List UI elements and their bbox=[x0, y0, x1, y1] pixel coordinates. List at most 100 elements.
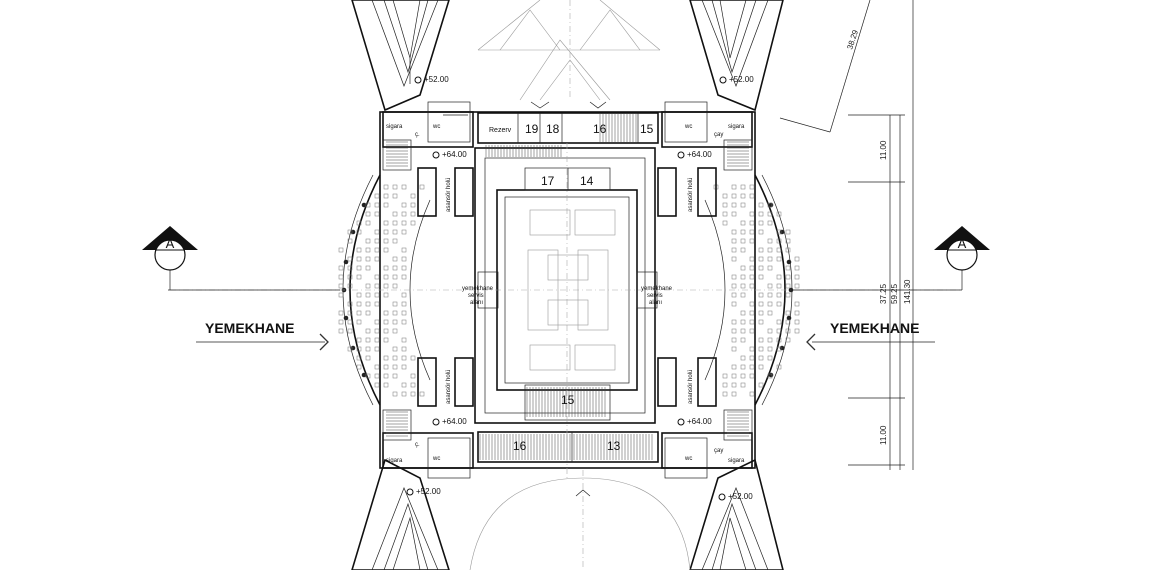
dining-chair bbox=[356, 274, 362, 280]
wing-top-left bbox=[351, 0, 450, 112]
asansor-br: asansör holü bbox=[688, 370, 694, 404]
dining-chair bbox=[785, 265, 791, 271]
dining-chair bbox=[740, 373, 746, 379]
kitchen-layout bbox=[527, 209, 616, 371]
level-bottom-left: +52.00 bbox=[416, 487, 441, 496]
dining-chair bbox=[740, 382, 746, 388]
dining-chair bbox=[374, 211, 380, 217]
dining-chair bbox=[758, 382, 764, 388]
dining-chair bbox=[767, 373, 773, 379]
dining-chair bbox=[374, 373, 380, 379]
dining-chair bbox=[740, 229, 746, 235]
section-letter-left: A bbox=[166, 236, 175, 251]
dining-chair bbox=[383, 184, 389, 190]
dining-chair bbox=[410, 373, 416, 379]
level-markers: +52.00 +52.00 +52.00 +52.00 +64.00 +64.0… bbox=[406, 75, 754, 501]
dining-chair bbox=[740, 292, 746, 298]
dining-chair bbox=[722, 202, 728, 208]
level-bottom-right: +52.00 bbox=[728, 492, 753, 501]
wc-bl: wc bbox=[432, 456, 440, 462]
dining-chair bbox=[794, 319, 800, 325]
dining-chair bbox=[347, 301, 353, 307]
dining-chair bbox=[731, 382, 737, 388]
dining-chair bbox=[356, 337, 362, 343]
dining-chair bbox=[758, 292, 764, 298]
sigara-tl: sigara bbox=[386, 124, 403, 130]
dining-chair bbox=[383, 364, 389, 370]
dining-chair bbox=[374, 193, 380, 199]
dining-chair bbox=[392, 220, 398, 226]
dining-chair bbox=[758, 346, 764, 352]
dining-chair bbox=[392, 211, 398, 217]
asansor-tr: asansör holü bbox=[688, 178, 694, 212]
dining-chair bbox=[785, 247, 791, 253]
dining-chair bbox=[374, 337, 380, 343]
dim-14130: 141.30 bbox=[903, 279, 912, 304]
dining-chair bbox=[749, 274, 755, 280]
top-faded-structure bbox=[477, 0, 661, 109]
dining-chair bbox=[356, 256, 362, 262]
dining-chair bbox=[731, 193, 737, 199]
dining-chair bbox=[731, 319, 737, 325]
dining-chair bbox=[731, 247, 737, 253]
dining-chair bbox=[356, 292, 362, 298]
dining-chair bbox=[749, 238, 755, 244]
dining-chair bbox=[374, 292, 380, 298]
dining-chair bbox=[731, 184, 737, 190]
dining-chair bbox=[740, 202, 746, 208]
dining-chair bbox=[776, 346, 782, 352]
side-label-left: YEMEKHANE bbox=[205, 320, 294, 336]
dining-chair bbox=[347, 229, 353, 235]
level-mid-tl: +64.00 bbox=[442, 150, 467, 159]
dining-chair bbox=[776, 256, 782, 262]
dining-chair bbox=[392, 301, 398, 307]
dining-chair bbox=[740, 364, 746, 370]
dining-chair bbox=[338, 283, 344, 289]
dining-chair bbox=[740, 274, 746, 280]
yemekhane-label-right: YEMEKHANE bbox=[806, 320, 935, 351]
dining-chair bbox=[767, 256, 773, 262]
dining-chair bbox=[731, 202, 737, 208]
dining-chair bbox=[740, 220, 746, 226]
dining-chair bbox=[410, 211, 416, 217]
dining-chair bbox=[365, 247, 371, 253]
dining-chair bbox=[794, 274, 800, 280]
dining-chair bbox=[758, 310, 764, 316]
dining-chair bbox=[767, 283, 773, 289]
dining-chair bbox=[776, 337, 782, 343]
dining-chair bbox=[365, 301, 371, 307]
dining-chair bbox=[749, 319, 755, 325]
dining-chair bbox=[785, 328, 791, 334]
service-core-tr bbox=[661, 101, 753, 171]
dining-chair bbox=[767, 310, 773, 316]
dining-chair bbox=[383, 310, 389, 316]
dining-chair bbox=[722, 211, 728, 217]
dining-chair bbox=[758, 337, 764, 343]
dining-chair bbox=[338, 319, 344, 325]
dining-chair bbox=[401, 265, 407, 271]
section-mark-left: A bbox=[142, 226, 340, 291]
dining-chair bbox=[392, 346, 398, 352]
dining-chair bbox=[767, 265, 773, 271]
dining-chair bbox=[731, 346, 737, 352]
dining-chair bbox=[356, 220, 362, 226]
dining-chair bbox=[419, 184, 425, 190]
wc-br: wc bbox=[684, 456, 692, 462]
dining-chair bbox=[731, 229, 737, 235]
room-labels: Rezerv 19 18 16 15 17 14 15 16 13 bbox=[489, 122, 654, 453]
room-15-top: 15 bbox=[640, 122, 654, 136]
dining-chair bbox=[401, 256, 407, 262]
dining-chair bbox=[722, 373, 728, 379]
room-13: 13 bbox=[607, 439, 621, 453]
dining-chair bbox=[758, 247, 764, 253]
room-18: 18 bbox=[546, 122, 560, 136]
level-mid-br: +64.00 bbox=[687, 417, 712, 426]
dining-chair bbox=[401, 211, 407, 217]
dining-chair bbox=[749, 373, 755, 379]
dining-chair bbox=[410, 202, 416, 208]
dining-chair bbox=[785, 292, 791, 298]
dining-chair bbox=[749, 328, 755, 334]
dining-chair bbox=[347, 328, 353, 334]
dining-chair bbox=[392, 238, 398, 244]
yemekhane-label-left: YEMEKHANE bbox=[196, 320, 329, 351]
